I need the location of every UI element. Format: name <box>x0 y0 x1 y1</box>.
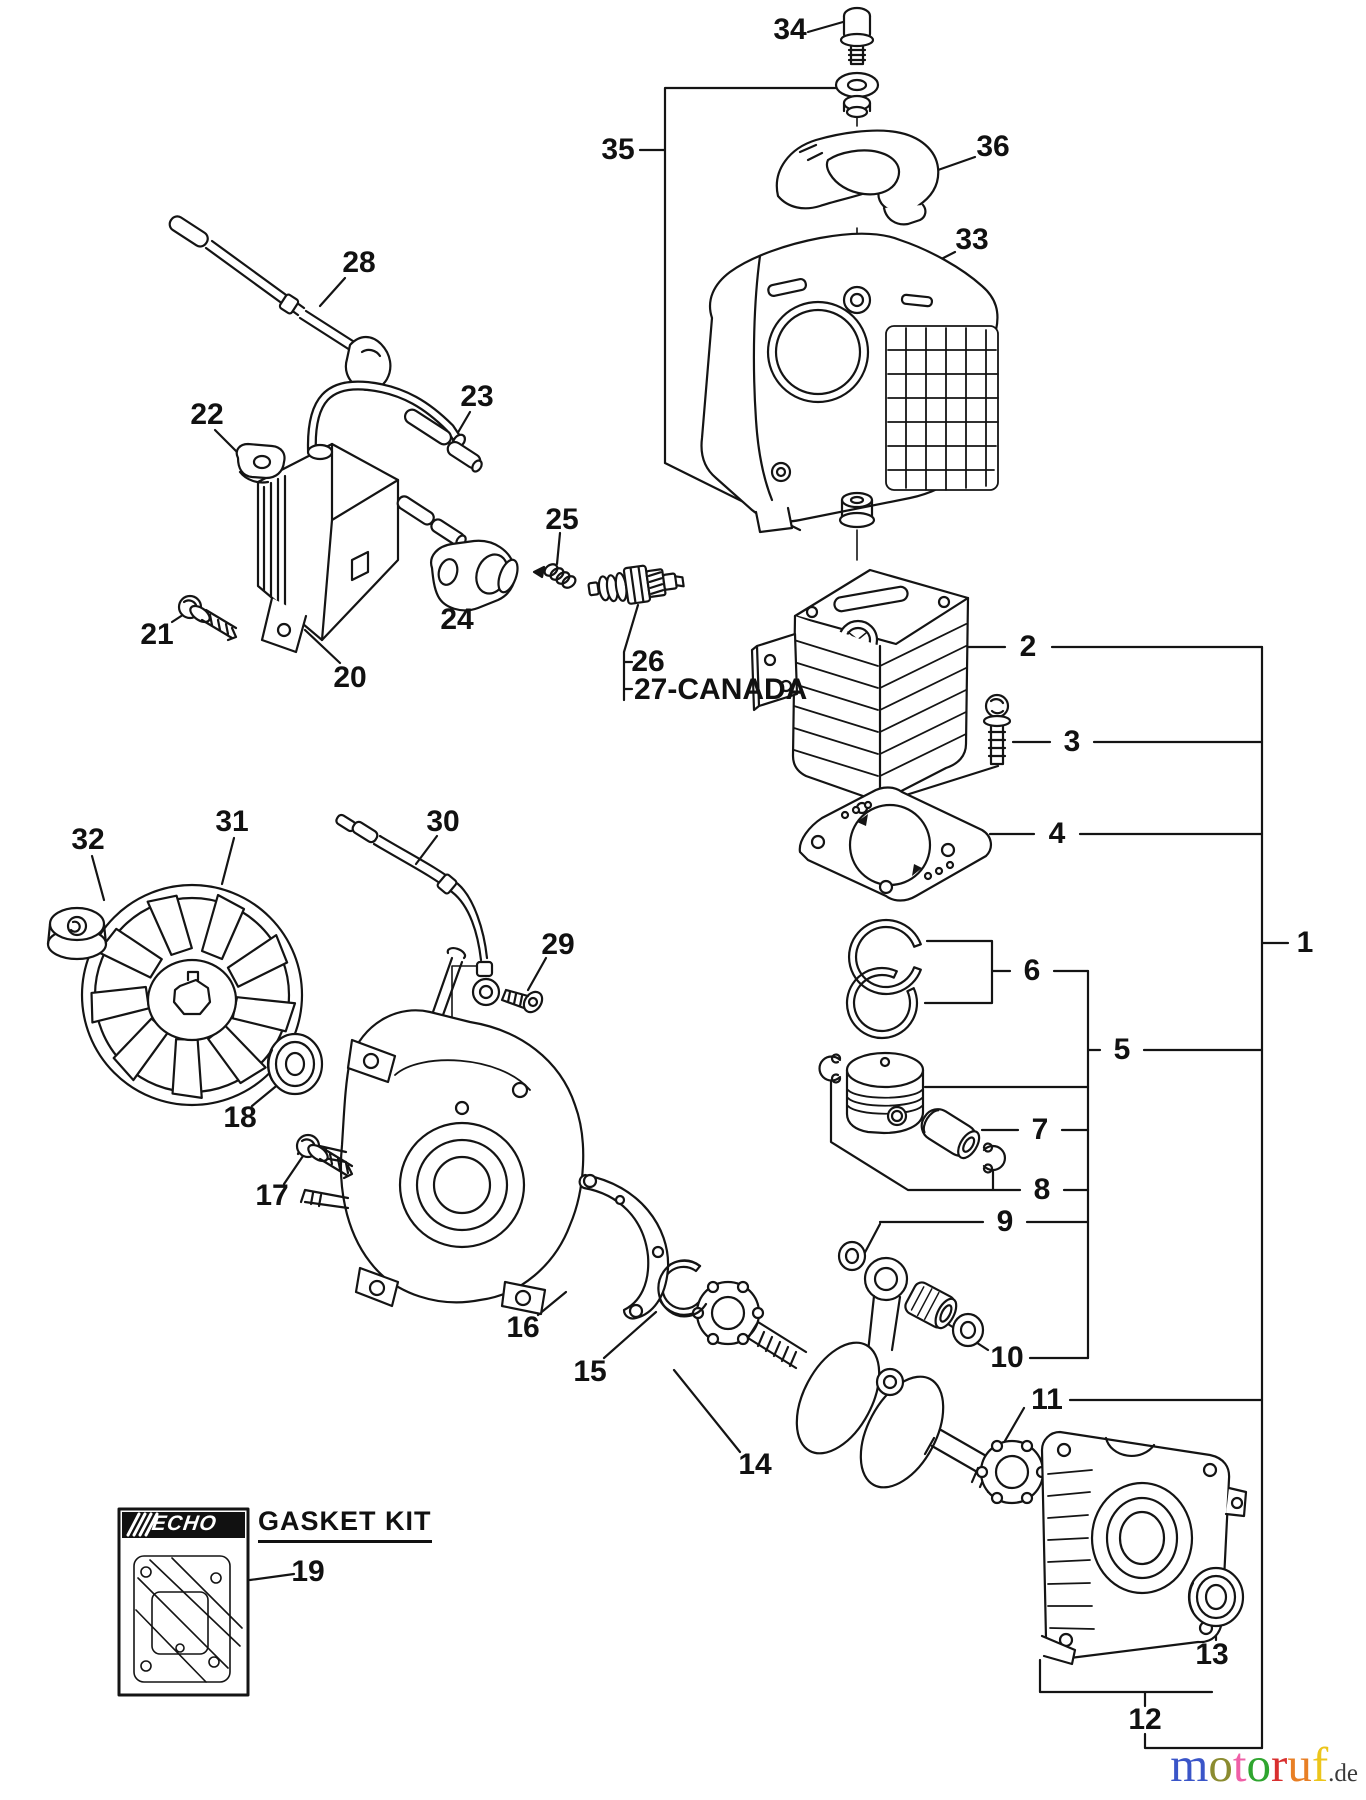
stop-switch-wire-drawing <box>335 813 501 1007</box>
callout-19[interactable]: 19 <box>291 1555 325 1588</box>
oil-seal-13-drawing <box>1187 1566 1245 1628</box>
crankcase-half2-drawing <box>1040 1430 1248 1666</box>
callout-9[interactable]: 9 <box>996 1205 1014 1238</box>
ignition-coil-drawing <box>256 380 467 654</box>
gasket-kit-title: GASKET KIT <box>258 1506 432 1543</box>
callout-16[interactable]: 16 <box>506 1311 540 1344</box>
watermark-suffix: .de <box>1328 1760 1358 1787</box>
callout-29[interactable]: 29 <box>541 928 575 961</box>
watermark-logo[interactable]: motoruf.de <box>1170 1740 1358 1789</box>
coil-clamp-drawing <box>235 442 286 484</box>
piston-rings-drawing <box>845 918 922 1040</box>
callout-5[interactable]: 5 <box>1113 1033 1131 1066</box>
cover-grille <box>885 325 999 491</box>
callout-25[interactable]: 25 <box>545 503 579 536</box>
crankcase-circlip-drawing <box>657 1259 708 1318</box>
watermark-letters: motoruf <box>1170 1737 1329 1792</box>
callout-27-canada[interactable]: 27-CANADA <box>634 673 808 706</box>
terminal-spring-drawing <box>532 563 577 589</box>
callout-3[interactable]: 3 <box>1063 725 1081 758</box>
cylinder-bolt-drawing <box>982 693 1012 766</box>
callout-28[interactable]: 28 <box>342 246 376 279</box>
callout-21[interactable]: 21 <box>140 618 174 651</box>
cylinder-drawing <box>750 568 970 804</box>
wire-screw-drawing <box>500 988 544 1014</box>
callout-10[interactable]: 10 <box>990 1341 1024 1374</box>
callout-36[interactable]: 36 <box>976 130 1010 163</box>
callout-31[interactable]: 31 <box>215 805 249 838</box>
callout-1[interactable]: 1 <box>1296 926 1314 959</box>
crankcase-gasket-drawing <box>578 1173 670 1320</box>
fuel-tubes-drawing <box>396 408 483 548</box>
callout-11[interactable]: 11 <box>1031 1383 1063 1416</box>
callout-34[interactable]: 34 <box>773 13 807 46</box>
callout-24[interactable]: 24 <box>440 603 474 636</box>
echo-brand-logo: ECHO <box>150 1512 219 1535</box>
air-cleaner-cover-knob-drawing <box>775 6 940 226</box>
callout-32[interactable]: 32 <box>71 823 105 856</box>
callout-15[interactable]: 15 <box>573 1355 607 1388</box>
callout-23[interactable]: 23 <box>460 380 494 413</box>
callout-4[interactable]: 4 <box>1048 817 1066 850</box>
callout-26[interactable]: 26 <box>631 645 665 678</box>
piston-pin-circlips-drawing <box>818 1053 1006 1174</box>
crankcase-bolt-drawing <box>295 1133 354 1180</box>
callout-6[interactable]: 6 <box>1023 954 1041 987</box>
spark-plug-cap-drawing <box>430 539 519 612</box>
callout-13[interactable]: 13 <box>1195 1638 1229 1671</box>
callout-17[interactable]: 17 <box>255 1179 289 1212</box>
crankcase-oil-seal-drawing <box>266 1032 324 1096</box>
callout-18[interactable]: 18 <box>223 1101 257 1134</box>
callout-22[interactable]: 22 <box>190 398 224 431</box>
spark-plug-drawing <box>587 564 685 605</box>
piston-drawing <box>845 1051 925 1135</box>
flywheel-drawing <box>80 883 304 1107</box>
callout-35[interactable]: 35 <box>601 133 635 166</box>
callout-33[interactable]: 33 <box>955 223 989 256</box>
crankcase-half1-drawing <box>296 947 585 1316</box>
callout-8[interactable]: 8 <box>1033 1173 1051 1206</box>
callout-20[interactable]: 20 <box>333 661 367 694</box>
crankshaft-drawing <box>655 1240 1049 1505</box>
callout-14[interactable]: 14 <box>738 1448 772 1481</box>
callout-2[interactable]: 2 <box>1019 630 1037 663</box>
callout-30[interactable]: 30 <box>426 805 460 838</box>
piston-pin-drawing <box>920 1108 981 1160</box>
coil-bolt-drawing <box>177 594 238 642</box>
callout-7[interactable]: 7 <box>1031 1113 1049 1146</box>
gasket-kit-box-drawing <box>117 1507 250 1697</box>
spark-plug-wire-drawing <box>168 215 392 392</box>
cylinder-gasket-drawing <box>798 786 992 902</box>
callout-12[interactable]: 12 <box>1128 1703 1162 1736</box>
flywheel-nut-drawing <box>46 906 108 961</box>
cylinder-cover-drawing <box>700 232 999 534</box>
